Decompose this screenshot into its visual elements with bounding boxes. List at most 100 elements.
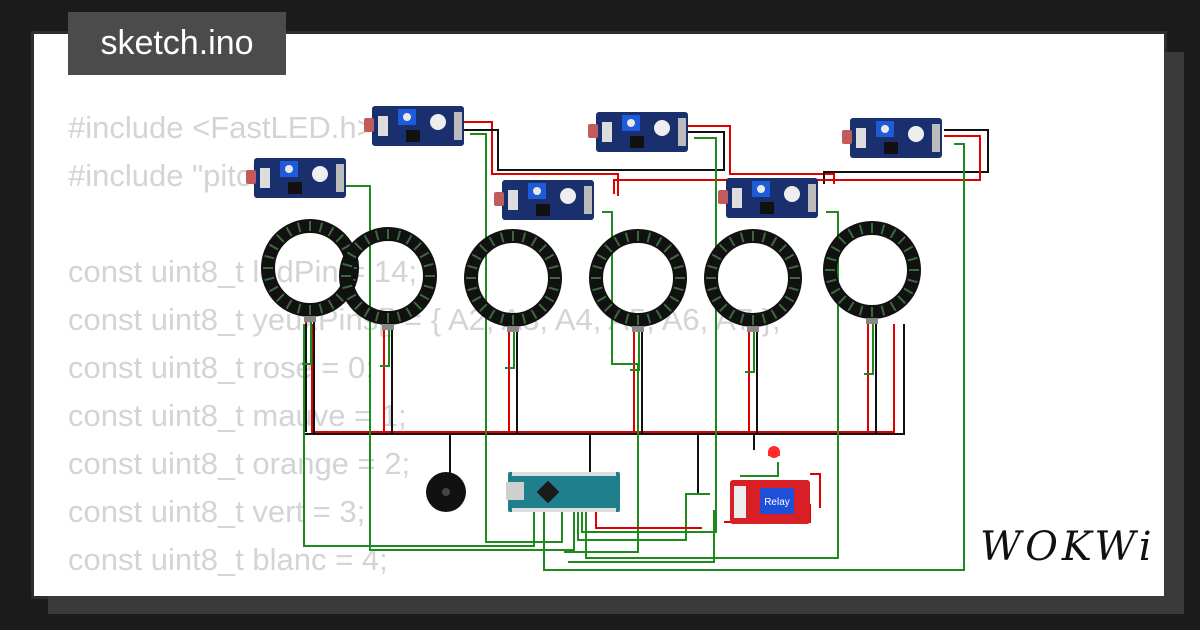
output-pins bbox=[932, 124, 940, 152]
light-sensor-module bbox=[364, 106, 464, 146]
ring-pixel bbox=[613, 309, 621, 320]
ring-pixel bbox=[830, 245, 841, 253]
output-pins bbox=[808, 184, 816, 212]
ring-pixel bbox=[655, 236, 663, 247]
ring-pixel bbox=[530, 309, 538, 320]
photoresistor bbox=[364, 118, 374, 132]
ring-pixel bbox=[521, 232, 527, 243]
output-pins bbox=[454, 112, 462, 140]
ring-pixel bbox=[530, 236, 538, 247]
ring-pixel bbox=[711, 295, 722, 303]
ring-pixel bbox=[467, 264, 478, 270]
ring-pins bbox=[304, 316, 316, 322]
ring-pixel bbox=[778, 244, 787, 253]
ring-pixel bbox=[346, 251, 357, 259]
buzzer-hole bbox=[442, 488, 450, 496]
ring-pixel bbox=[784, 295, 795, 303]
ring-pixel bbox=[613, 236, 621, 247]
sensor-power-wire bbox=[462, 121, 619, 196]
ring-pixel bbox=[858, 224, 864, 235]
photoresistor bbox=[718, 190, 728, 204]
ring-pixel bbox=[413, 242, 422, 251]
ring-pixel bbox=[826, 278, 837, 284]
circuit-diagram: Relay bbox=[246, 106, 989, 571]
pin-row-bottom bbox=[512, 508, 616, 512]
sensor-led bbox=[430, 114, 446, 130]
potentiometer-knob bbox=[757, 185, 765, 193]
ring-pixel bbox=[327, 299, 335, 310]
relay-pins bbox=[734, 486, 746, 518]
photoresistor bbox=[246, 170, 256, 184]
ring-pixel bbox=[604, 303, 613, 312]
led-ring bbox=[464, 229, 562, 332]
relay-module: Relay bbox=[730, 480, 810, 524]
signal-wire bbox=[564, 211, 639, 553]
arduino-board bbox=[508, 472, 620, 512]
sensor-led bbox=[784, 186, 800, 202]
ring-pixel bbox=[838, 295, 847, 304]
potentiometer-knob bbox=[403, 113, 411, 121]
ring-pixel bbox=[374, 230, 380, 241]
pin-header bbox=[856, 128, 866, 148]
ring-pixel bbox=[719, 303, 728, 312]
ring-pixel bbox=[897, 236, 906, 245]
light-sensor-module bbox=[246, 158, 346, 198]
led-ring-data-wire bbox=[303, 324, 535, 547]
wokwi-logo: WOKWi bbox=[976, 524, 1160, 570]
arduino-power-wire bbox=[595, 512, 702, 529]
potentiometer-knob bbox=[285, 165, 293, 173]
pin-header bbox=[508, 190, 518, 210]
ring-pixel bbox=[354, 301, 363, 310]
ring-pixel bbox=[604, 244, 613, 253]
ring-pixel bbox=[346, 293, 357, 301]
ring-pixel bbox=[624, 232, 630, 243]
code-line: #include <FastLED.h> bbox=[68, 110, 375, 145]
potentiometer-knob bbox=[533, 187, 541, 195]
usb-port bbox=[506, 482, 524, 500]
led-ring bbox=[704, 229, 802, 332]
file-tab[interactable]: sketch.ino bbox=[68, 12, 286, 75]
ring-pixel bbox=[264, 276, 275, 282]
ring-pixel bbox=[669, 295, 680, 303]
led-ring bbox=[823, 221, 921, 324]
ring-pixel bbox=[711, 253, 722, 261]
ring-pixel bbox=[847, 228, 855, 239]
ring-pixel bbox=[673, 286, 684, 292]
comparator-chip bbox=[884, 142, 898, 154]
ring-data-wire bbox=[505, 328, 515, 369]
ring-pixel bbox=[907, 278, 918, 284]
ring-pixel bbox=[405, 307, 413, 318]
pin-header bbox=[602, 122, 612, 142]
ring-pixel bbox=[423, 262, 434, 268]
ring-pixel bbox=[479, 303, 488, 312]
led-ring bbox=[589, 229, 687, 332]
ring-pixel bbox=[847, 301, 855, 312]
ring-pixel bbox=[592, 264, 603, 270]
ring-pins bbox=[747, 326, 759, 332]
ring-pixel bbox=[285, 299, 293, 310]
ring-pixel bbox=[548, 264, 559, 270]
ground-bus-wire bbox=[304, 324, 905, 435]
ring-pixel bbox=[419, 293, 430, 301]
relay-wire bbox=[568, 510, 715, 563]
sensor-led bbox=[654, 120, 670, 136]
relay-signal-wire bbox=[577, 493, 710, 541]
ring-pixel bbox=[770, 236, 778, 247]
ring-pixel bbox=[739, 313, 745, 324]
sensor-led bbox=[908, 126, 924, 142]
ring-pixel bbox=[467, 286, 478, 292]
ring-pixel bbox=[342, 262, 353, 268]
relay-block bbox=[760, 488, 794, 514]
ring-pixel bbox=[788, 264, 799, 270]
led-signal-wire bbox=[740, 462, 779, 477]
ring-pins bbox=[632, 326, 644, 332]
ring-pixel bbox=[903, 287, 914, 295]
ring-pixel bbox=[538, 244, 547, 253]
ring-pixel bbox=[471, 253, 482, 261]
sensor-led bbox=[312, 166, 328, 182]
pin-header bbox=[732, 188, 742, 208]
ring-pixel bbox=[596, 253, 607, 261]
ring-pixel bbox=[471, 295, 482, 303]
ring-pixel bbox=[413, 301, 422, 310]
ring-pixel bbox=[663, 244, 672, 253]
